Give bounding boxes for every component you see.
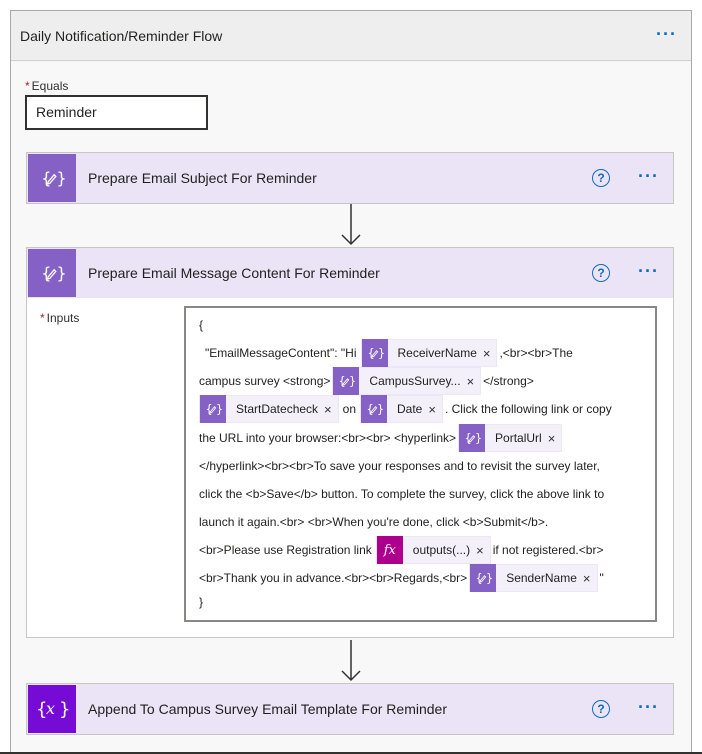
action-more-icon[interactable]: ···	[638, 697, 659, 717]
token-receiver-name[interactable]: ReceiverName ×	[360, 339, 498, 367]
inputs-label: *Inputs	[40, 311, 80, 325]
action-header[interactable]: { x } Append To Campus Survey Email Temp…	[27, 684, 673, 734]
token-remove-icon[interactable]: ×	[466, 373, 475, 389]
editor-line: </hyperlink><br><br>To save your respons…	[199, 459, 600, 473]
svg-text:x: x	[46, 699, 55, 718]
token-remove-icon[interactable]: ×	[428, 401, 436, 417]
scope-more-icon[interactable]: ···	[656, 24, 677, 44]
inputs-editor[interactable]: { "EmailMessageContent": "Hi ReceiverNam…	[184, 306, 657, 622]
editor-line: <br>Thank you in advance.<br><br>Regards…	[199, 564, 604, 592]
action-title: Prepare Email Subject For Reminder	[88, 170, 317, 186]
action-title: Append To Campus Survey Email Template F…	[88, 701, 447, 717]
action-header[interactable]: Prepare Email Message Content For Remind…	[27, 248, 673, 298]
token-start-date-check[interactable]: StartDatecheck ×	[199, 395, 339, 423]
curly-braces-pencil-icon	[361, 395, 387, 423]
curly-braces-pencil-icon	[361, 339, 388, 367]
editor-line: launch it again.<br> <br>When you're don…	[199, 515, 549, 529]
editor-line: the URL into your browser:<br><br> <hype…	[199, 424, 564, 452]
token-remove-icon[interactable]: ×	[324, 401, 332, 417]
question-circle-icon[interactable]: ?	[592, 700, 610, 718]
token-remove-icon[interactable]: ×	[547, 430, 556, 446]
token-portal-url[interactable]: PortalUrl ×	[458, 424, 563, 452]
question-circle-icon[interactable]: ?	[592, 264, 610, 282]
token-remove-icon[interactable]: ×	[582, 570, 591, 586]
scope-container: Daily Notification/Reminder Flow ··· *Eq…	[10, 10, 692, 754]
editor-line: {	[199, 318, 204, 332]
function-fx-icon: fx	[376, 536, 403, 564]
svg-text:{: {	[36, 699, 47, 720]
editor-line: StartDatecheck × on Date × . Click the f…	[199, 395, 612, 423]
curly-braces-pencil-icon	[459, 424, 486, 452]
question-circle-icon[interactable]: ?	[592, 169, 610, 187]
down-arrow-icon	[341, 204, 361, 246]
action-card-append[interactable]: { x } Append To Campus Survey Email Temp…	[26, 683, 674, 735]
scope-body: *Equals Reminder Prepare Email Subject F…	[11, 62, 691, 754]
scope-header[interactable]: Daily Notification/Reminder Flow ···	[11, 11, 691, 61]
action-body: *Inputs { "EmailMessageContent": "Hi Rec…	[27, 298, 673, 637]
editor-line: "EmailMessageContent": "Hi ReceiverName …	[205, 339, 573, 367]
action-title: Prepare Email Message Content For Remind…	[88, 265, 380, 281]
editor-line: }	[199, 595, 204, 609]
editor-line: campus survey <strong> CampusSurvey... ×…	[199, 367, 534, 395]
scope-title: Daily Notification/Reminder Flow	[20, 28, 223, 44]
action-header[interactable]: Prepare Email Subject For Reminder ? ···	[27, 153, 673, 203]
down-arrow-icon	[341, 640, 361, 682]
curly-braces-pencil-icon	[333, 367, 360, 395]
action-card-subject[interactable]: Prepare Email Subject For Reminder ? ···	[26, 152, 674, 204]
bottom-divider	[0, 752, 702, 754]
token-sender-name[interactable]: SenderName ×	[469, 564, 598, 592]
token-expression-outputs[interactable]: fx outputs(...) ×	[375, 536, 491, 564]
curly-braces-pencil-icon	[28, 154, 76, 202]
equals-label: *Equals	[25, 79, 69, 93]
equals-input[interactable]: Reminder	[25, 95, 208, 130]
curly-braces-pencil-icon	[470, 564, 497, 592]
action-more-icon[interactable]: ···	[638, 166, 659, 186]
curly-braces-pencil-icon	[200, 395, 226, 423]
editor-line: click the <b>Save</b> button. To complet…	[199, 487, 605, 501]
variable-x-icon: { x }	[28, 685, 76, 733]
token-date[interactable]: Date ×	[360, 395, 443, 423]
action-card-message[interactable]: Prepare Email Message Content For Remind…	[26, 247, 674, 638]
token-campus-survey[interactable]: CampusSurvey... ×	[332, 367, 482, 395]
svg-text:}: }	[59, 699, 69, 720]
token-remove-icon[interactable]: ×	[476, 542, 484, 558]
action-more-icon[interactable]: ···	[638, 261, 659, 281]
token-remove-icon[interactable]: ×	[482, 345, 491, 361]
editor-line: <br>Please use Registration link fx outp…	[199, 536, 603, 564]
curly-braces-pencil-icon	[28, 249, 76, 297]
